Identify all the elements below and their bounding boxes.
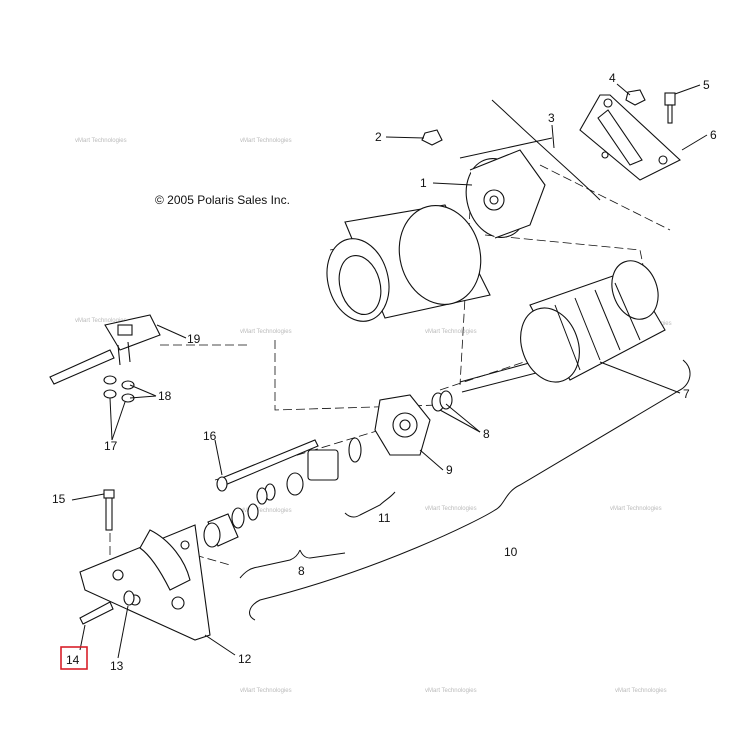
end-cap bbox=[465, 149, 546, 239]
callout-11: 11 bbox=[378, 511, 391, 525]
callout-12: 12 bbox=[238, 652, 252, 666]
callout-8-lower: 8 bbox=[298, 564, 305, 578]
callout-3: 3 bbox=[548, 111, 555, 125]
motor-housing bbox=[326, 204, 491, 322]
watermark: vMart Technologies bbox=[240, 688, 292, 694]
callout-5: 5 bbox=[703, 78, 710, 92]
bottom-bracket bbox=[79, 524, 211, 641]
watermarks: vMart Technologies vMart Technologies vM… bbox=[75, 138, 672, 694]
mounting-screw-15 bbox=[103, 489, 115, 531]
washers-armature bbox=[431, 390, 453, 412]
watermark: vMart Technologies bbox=[425, 506, 477, 512]
watermark: vMart Technologies bbox=[240, 138, 292, 144]
callout-9: 9 bbox=[446, 463, 453, 477]
drive-gear-assembly bbox=[203, 449, 339, 548]
callout-10: 10 bbox=[504, 545, 518, 559]
drive-end-plate bbox=[348, 394, 431, 463]
callout-14[interactable]: 14 bbox=[66, 653, 80, 667]
watermark: vMart Technologies bbox=[610, 506, 662, 512]
callout-8-upper: 8 bbox=[483, 427, 490, 441]
assembly-braces bbox=[239, 99, 691, 621]
copyright-text: © 2005 Polaris Sales Inc. bbox=[155, 193, 290, 207]
callout-18: 18 bbox=[158, 389, 172, 403]
watermark: vMart Technologies bbox=[75, 318, 127, 324]
callout-19: 19 bbox=[187, 332, 201, 346]
highlight-box bbox=[60, 646, 88, 670]
mounting-screw-14 bbox=[79, 590, 135, 625]
leader-lines bbox=[71, 83, 708, 659]
watermark: vMart Technologies bbox=[425, 688, 477, 694]
washers-18 bbox=[103, 375, 135, 403]
mounting-bracket-top bbox=[579, 94, 681, 181]
callout-numbers: 1 2 3 4 5 6 7 8 8 9 10 11 12 13 14 15 16… bbox=[52, 71, 717, 673]
watermark: vMart Technologies bbox=[425, 329, 477, 335]
callout-13: 13 bbox=[110, 659, 124, 673]
watermark: vMart Technologies bbox=[240, 508, 292, 514]
watermark: vMart Technologies bbox=[615, 688, 667, 694]
nut-and-stud bbox=[421, 129, 553, 159]
callout-7: 7 bbox=[683, 387, 690, 401]
terminal-brush-plate bbox=[49, 314, 161, 385]
watermark: vMart Technologies bbox=[240, 329, 292, 335]
callout-1: 1 bbox=[420, 176, 427, 190]
callout-16: 16 bbox=[203, 429, 217, 443]
nut-and-screw-top bbox=[625, 89, 676, 124]
callout-15: 15 bbox=[52, 492, 66, 506]
armature bbox=[459, 260, 666, 393]
long-bolt bbox=[216, 439, 319, 492]
callout-2: 2 bbox=[375, 130, 382, 144]
callout-4: 4 bbox=[609, 71, 616, 85]
callout-6: 6 bbox=[710, 128, 717, 142]
callout-17: 17 bbox=[104, 439, 118, 453]
watermark: vMart Technologies bbox=[75, 138, 127, 144]
